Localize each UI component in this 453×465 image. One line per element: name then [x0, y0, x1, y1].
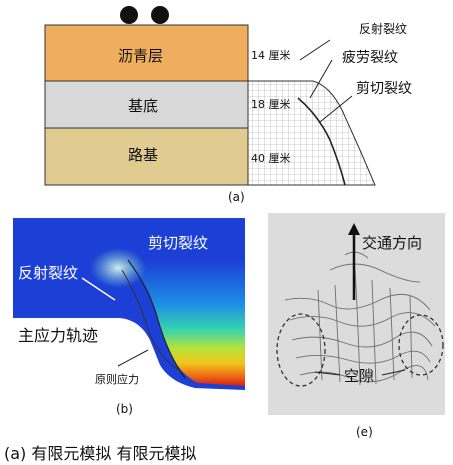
void-region-left: [276, 313, 326, 387]
label-b-reflective-crack: 反射裂纹: [18, 264, 79, 282]
reflective-crack-leader: [299, 39, 331, 61]
label-shear-crack: 剪切裂纹: [356, 81, 412, 97]
caption-a: (a): [228, 190, 245, 204]
label-b-shear-crack: 剪切裂纹: [148, 234, 209, 252]
wheel-right-icon: [151, 6, 169, 24]
layer-label-base: 基底: [128, 97, 159, 115]
thickness-base: 18 厘米: [251, 98, 291, 111]
thickness-subgrade: 40 厘米: [251, 152, 291, 165]
principal-stress-trajectory: [121, 269, 183, 373]
label-b-stress-path: 主应力轨迹: [18, 326, 99, 345]
footer-caption: (a) 有限元模拟 有限元模拟: [4, 444, 197, 463]
embankment-mesh: [247, 80, 376, 186]
layer-label-subgrade: 路基: [128, 146, 159, 164]
reflective-crack-arrow: [81, 277, 116, 301]
label-reflective-crack: 反射裂纹: [359, 22, 408, 36]
shear-crack-path: [127, 259, 186, 379]
principal-stress-leader: [117, 349, 149, 367]
traffic-arrow-head-icon: [348, 223, 360, 235]
shear-crack-leader: [319, 95, 353, 123]
crack-tip-glow: [90, 248, 146, 288]
void-region-right: [398, 314, 444, 376]
label-fatigue-crack: 疲劳裂纹: [342, 50, 398, 66]
thickness-asphalt: 14 厘米: [251, 49, 291, 62]
wheel-left-icon: [120, 6, 138, 24]
caption-b: (b): [116, 402, 133, 416]
void-leader-left: [314, 371, 341, 376]
layer-asphalt: [44, 24, 249, 82]
layer-label-asphalt: 沥青层: [118, 47, 164, 65]
label-voids: 空隙: [344, 367, 375, 385]
crack-network: [284, 251, 436, 386]
label-b-principal-stress: 原则应力: [95, 373, 139, 386]
layer-subgrade: [44, 127, 249, 186]
void-leader-right: [381, 369, 406, 376]
label-traffic-direction: 交通方向: [362, 234, 423, 252]
fem-open-region: [13, 318, 245, 390]
fatigue-crack-leader: [309, 59, 333, 99]
fem-stress-contour: [100, 260, 245, 386]
caption-e: (e): [356, 425, 373, 439]
shear-crack-line: [297, 97, 346, 186]
crack-photo-background: [268, 213, 445, 415]
